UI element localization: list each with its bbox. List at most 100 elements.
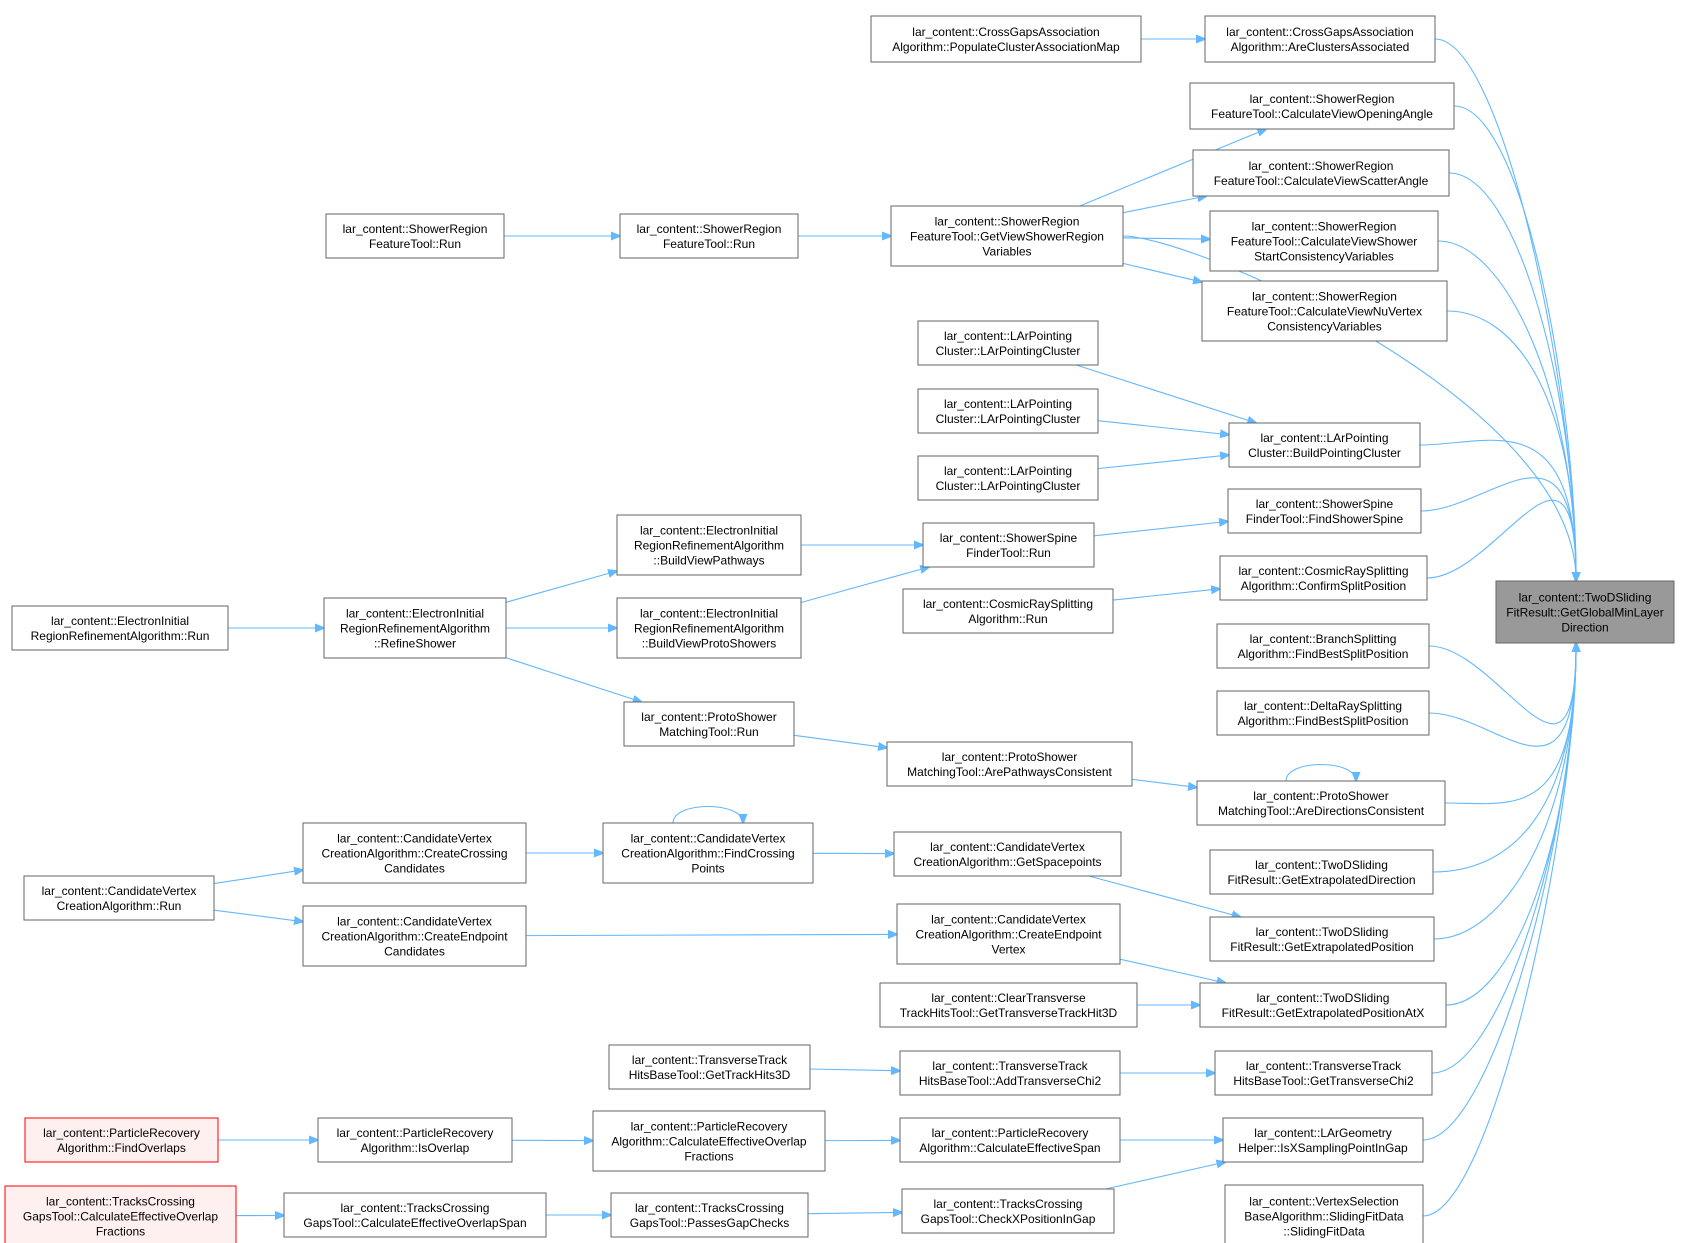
edge-sr_nu-to-root xyxy=(1446,310,1576,581)
node-label-line: FeatureTool::CalculateViewNuVertex xyxy=(1227,305,1422,319)
node-label-line: CreationAlgorithm::CreateCrossing xyxy=(321,847,507,861)
node-cr_run[interactable]: lar_content::CosmicRaySplittingAlgorithm… xyxy=(902,588,1114,634)
node-label-line: lar_content::ShowerSpine xyxy=(940,531,1078,545)
node-label-line: FitResult::GetGlobalMinLayer xyxy=(1506,606,1663,620)
node-lp_c3[interactable]: lar_content::LArPointingCluster::LArPoin… xyxy=(917,455,1099,501)
node-label-line: lar_content::ShowerRegion xyxy=(637,222,782,236)
node-cv_endv[interactable]: lar_content::CandidateVertexCreationAlgo… xyxy=(896,903,1121,965)
edge-cv_find-to-cv_find xyxy=(672,806,743,824)
node-ct_get[interactable]: lar_content::ClearTransverseTrackHitsToo… xyxy=(879,982,1138,1028)
node-ps_path[interactable]: lar_content::ProtoShowerMatchingTool::Ar… xyxy=(886,741,1133,787)
node-label-line: lar_content::LArPointing xyxy=(944,464,1072,478)
node-label-line: lar_content::CandidateVertex xyxy=(337,832,492,846)
node-vs[interactable]: lar_content::VertexSelectionBaseAlgorith… xyxy=(1224,1184,1424,1243)
node-sr_run2[interactable]: lar_content::ShowerRegionFeatureTool::Ru… xyxy=(619,213,799,259)
node-sr_scatter[interactable]: lar_content::ShowerRegionFeatureTool::Ca… xyxy=(1192,149,1450,197)
node-ss_find[interactable]: lar_content::ShowerSpineFinderTool::Find… xyxy=(1227,488,1422,534)
node-tc_span[interactable]: lar_content::TracksCrossingGapsTool::Cal… xyxy=(283,1192,547,1238)
node-ei_run[interactable]: lar_content::ElectronInitialRegionRefine… xyxy=(11,605,229,651)
edge-sr_scatter-to-root xyxy=(1448,172,1576,581)
edge-dr_find-to-root xyxy=(1428,643,1576,747)
node-label-line: ::RefineShower xyxy=(374,637,456,651)
node-tt_chi2[interactable]: lar_content::TransverseTrackHitsBaseTool… xyxy=(1214,1050,1433,1096)
edge-ei_refine-to-ei_path xyxy=(505,571,617,603)
node-label-line: Variables xyxy=(982,245,1031,259)
node-cg_pop[interactable]: lar_content::CrossGapsAssociationAlgorit… xyxy=(870,15,1142,63)
node-label-line: TrackHitsTool::GetTransverseTrackHit3D xyxy=(900,1006,1118,1020)
node-label-line: CreationAlgorithm::CreateEndpoint xyxy=(915,928,1102,942)
node-geo[interactable]: lar_content::LArGeometryHelper::IsXSampl… xyxy=(1222,1117,1424,1163)
node-ei_proto[interactable]: lar_content::ElectronInitialRegionRefine… xyxy=(616,597,802,659)
node-label-line: FeatureTool::Run xyxy=(663,237,755,251)
node-pr_overlap[interactable]: lar_content::ParticleRecoveryAlgorithm::… xyxy=(317,1117,513,1163)
edge-tds_dir-to-root xyxy=(1432,643,1576,873)
node-label-line: lar_content::CandidateVertex xyxy=(931,913,1086,927)
node-lp_build[interactable]: lar_content::LArPointingCluster::BuildPo… xyxy=(1228,422,1421,468)
node-cv_cross[interactable]: lar_content::CandidateVertexCreationAlgo… xyxy=(302,822,527,884)
node-box xyxy=(4,1185,237,1243)
node-label-line: Fractions xyxy=(96,1225,145,1239)
node-bs_find[interactable]: lar_content::BranchSplittingAlgorithm::F… xyxy=(1216,623,1430,669)
node-ps_run[interactable]: lar_content::ProtoShowerMatchingTool::Ru… xyxy=(623,701,795,747)
node-label-line: FeatureTool::CalculateViewOpeningAngle xyxy=(1211,107,1433,121)
node-label-line: lar_content::ParticleRecovery xyxy=(43,1126,200,1140)
node-label-line: GapsTool::CalculateEffectiveOverlap xyxy=(23,1210,219,1224)
node-box xyxy=(1196,780,1446,826)
node-cg_are[interactable]: lar_content::CrossGapsAssociationAlgorit… xyxy=(1204,15,1436,63)
node-tds_dir[interactable]: lar_content::TwoDSlidingFitResult::GetEx… xyxy=(1209,849,1434,895)
node-label-line: ::BuildViewPathways xyxy=(653,554,764,568)
edge-cv_endv-to-tds_posx xyxy=(1119,958,1226,983)
node-pr_span[interactable]: lar_content::ParticleRecoveryAlgorithm::… xyxy=(899,1117,1121,1163)
node-tc_check[interactable]: lar_content::TracksCrossingGapsTool::Che… xyxy=(901,1188,1115,1234)
node-box xyxy=(1189,82,1455,130)
node-label-line: Direction xyxy=(1561,621,1608,635)
node-ei_path[interactable]: lar_content::ElectronInitialRegionRefine… xyxy=(616,514,802,576)
node-tc_pass[interactable]: lar_content::TracksCrossingGapsTool::Pas… xyxy=(610,1192,809,1238)
node-label-line: Points xyxy=(691,862,724,876)
node-label-line: Algorithm::ConfirmSplitPosition xyxy=(1241,579,1406,593)
node-label-line: lar_content::VertexSelection xyxy=(1249,1195,1398,1209)
node-box xyxy=(616,514,802,576)
node-pr_frac[interactable]: lar_content::ParticleRecoveryAlgorithm::… xyxy=(592,1110,826,1172)
node-label-line: lar_content::CandidateVertex xyxy=(930,840,1085,854)
edge-sr_get-to-sr_start xyxy=(1122,238,1210,239)
node-dr_find[interactable]: lar_content::DeltaRaySplittingAlgorithm:… xyxy=(1216,690,1430,736)
node-label-line: lar_content::ParticleRecovery xyxy=(337,1126,494,1140)
node-sr_open[interactable]: lar_content::ShowerRegionFeatureTool::Ca… xyxy=(1189,82,1455,130)
node-sr_start[interactable]: lar_content::ShowerRegionFeatureTool::Ca… xyxy=(1209,210,1439,272)
node-tds_pos[interactable]: lar_content::TwoDSlidingFitResult::GetEx… xyxy=(1209,916,1435,962)
node-tc_frac[interactable]: lar_content::TracksCrossingGapsTool::Cal… xyxy=(4,1185,237,1243)
node-box xyxy=(901,1188,1115,1234)
node-cv_space[interactable]: lar_content::CandidateVertexCreationAlgo… xyxy=(893,831,1122,877)
node-label-line: ::SlidingFitData xyxy=(1283,1225,1365,1239)
node-box xyxy=(1209,916,1435,962)
node-lp_c2[interactable]: lar_content::LArPointingCluster::LArPoin… xyxy=(917,388,1099,434)
node-cr_confirm[interactable]: lar_content::CosmicRaySplittingAlgorithm… xyxy=(1219,555,1428,601)
node-label-line: lar_content::TwoDSliding xyxy=(1519,591,1652,605)
node-cv_find[interactable]: lar_content::CandidateVertexCreationAlgo… xyxy=(602,822,814,884)
node-sr_run1[interactable]: lar_content::ShowerRegionFeatureTool::Ru… xyxy=(325,213,505,259)
node-tt_hits[interactable]: lar_content::TransverseTrackHitsBaseTool… xyxy=(608,1044,811,1090)
node-pr_find[interactable]: lar_content::ParticleRecoveryAlgorithm::… xyxy=(24,1117,219,1163)
node-box xyxy=(610,1192,809,1238)
node-tds_posx[interactable]: lar_content::TwoDSlidingFitResult::GetEx… xyxy=(1199,982,1447,1028)
edge-ps_path-to-ps_dir xyxy=(1131,778,1197,787)
node-box xyxy=(602,822,814,884)
node-label-line: ::BuildViewProtoShowers xyxy=(642,637,777,651)
node-sr_get[interactable]: lar_content::ShowerRegionFeatureTool::Ge… xyxy=(890,205,1124,267)
node-label-line: HitsBaseTool::GetTransverseChi2 xyxy=(1233,1074,1414,1088)
node-lp_c1[interactable]: lar_content::LArPointingCluster::LArPoin… xyxy=(917,320,1099,366)
node-cv_endc[interactable]: lar_content::CandidateVertexCreationAlgo… xyxy=(302,905,527,967)
node-label-line: FitResult::GetExtrapolatedDirection xyxy=(1227,873,1415,887)
node-root[interactable]: lar_content::TwoDSlidingFitResult::GetGl… xyxy=(1495,580,1675,644)
node-ei_refine[interactable]: lar_content::ElectronInitialRegionRefine… xyxy=(323,597,507,659)
node-cv_run[interactable]: lar_content::CandidateVertexCreationAlgo… xyxy=(23,875,215,921)
node-ps_dir[interactable]: lar_content::ProtoShowerMatchingTool::Ar… xyxy=(1196,780,1446,826)
node-box xyxy=(616,597,802,659)
edge-cv_run-to-cv_endc xyxy=(213,909,303,921)
node-label-line: lar_content::ElectronInitial xyxy=(640,524,778,538)
node-tt_add[interactable]: lar_content::TransverseTrackHitsBaseTool… xyxy=(899,1050,1121,1096)
node-sr_nu[interactable]: lar_content::ShowerRegionFeatureTool::Ca… xyxy=(1201,280,1448,342)
